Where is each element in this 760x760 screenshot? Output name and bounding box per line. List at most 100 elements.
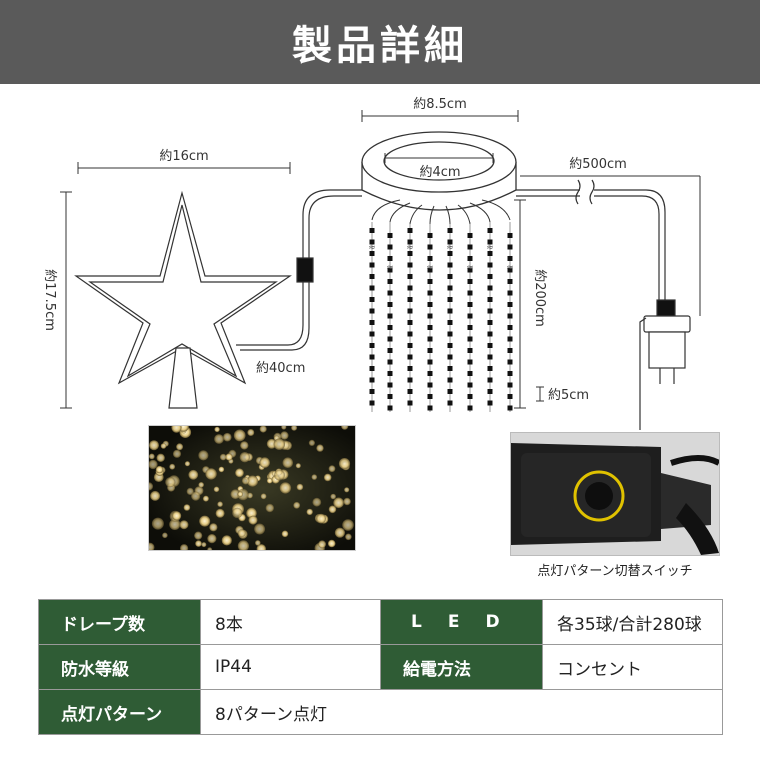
led-bulb bbox=[427, 405, 433, 411]
led-bulb bbox=[407, 308, 413, 314]
led-bulb bbox=[427, 279, 433, 284]
led-spacing-label: 約5cm bbox=[548, 388, 589, 403]
spec-label-waterproof: 防水等級 bbox=[38, 644, 201, 690]
photo-led-glow bbox=[246, 475, 259, 487]
power-cable bbox=[516, 179, 666, 305]
photo-led-glow bbox=[165, 477, 176, 488]
photo-led-glow bbox=[213, 486, 220, 493]
photo-led-glow bbox=[255, 540, 261, 546]
led-bulb bbox=[369, 366, 375, 371]
photo-led-glow bbox=[334, 527, 345, 538]
photo-led-glow bbox=[338, 458, 351, 470]
star-cable-label: 約40cm bbox=[256, 361, 305, 376]
photo-led-glow bbox=[266, 477, 273, 484]
spec-label-drape-count: ドレープ数 bbox=[38, 599, 201, 645]
led-bulb bbox=[447, 251, 453, 256]
ring-controller bbox=[361, 131, 517, 211]
led-bulb bbox=[467, 371, 473, 376]
led-bulb bbox=[387, 256, 393, 261]
led-bulb bbox=[507, 290, 513, 296]
photo-led-glow bbox=[155, 465, 164, 474]
led-bulb bbox=[467, 394, 473, 399]
led-bulb bbox=[487, 239, 493, 245]
led-bulb bbox=[369, 331, 375, 337]
spec-label-led: LED bbox=[380, 599, 543, 645]
photo-led-glow bbox=[259, 426, 267, 433]
switch-highlight-circle bbox=[573, 470, 625, 522]
led-bulb bbox=[507, 394, 513, 399]
led-bulb bbox=[427, 359, 433, 365]
photo-led-glow bbox=[215, 508, 225, 518]
photo-led-glow bbox=[281, 426, 287, 430]
led-bulb bbox=[407, 285, 413, 291]
led-bulb bbox=[487, 331, 493, 337]
photo-led-glow bbox=[207, 534, 217, 544]
led-bulb bbox=[447, 239, 453, 245]
photo-led-glow bbox=[169, 463, 176, 470]
photo-led-glow bbox=[171, 426, 182, 433]
led-bulb bbox=[487, 377, 493, 383]
led-bulb bbox=[387, 244, 393, 250]
photo-led-glow bbox=[241, 476, 250, 485]
led-bulb bbox=[387, 325, 393, 330]
table-row: 点灯パターン 8パターン点灯 bbox=[38, 689, 723, 735]
led-bulb bbox=[407, 331, 413, 337]
led-bulb bbox=[387, 394, 393, 399]
photo-led-glow bbox=[254, 523, 266, 535]
led-bulb bbox=[387, 267, 393, 273]
led-bulb bbox=[427, 290, 433, 296]
led-bulb bbox=[507, 405, 513, 411]
led-bulb bbox=[467, 302, 473, 307]
led-strands: ≈≈≈≈≈≈≈≈ bbox=[368, 222, 514, 412]
led-bulb bbox=[427, 336, 433, 342]
led-bulb bbox=[447, 262, 453, 268]
photo-led-glow bbox=[186, 487, 194, 495]
strand-length-dimension bbox=[514, 199, 526, 409]
led-bulb bbox=[447, 389, 453, 394]
led-bulb bbox=[369, 308, 375, 314]
led-bulb bbox=[427, 313, 433, 319]
led-bulb bbox=[507, 336, 513, 342]
led-bulb bbox=[369, 251, 375, 256]
strand-break-mark: ≈ bbox=[386, 263, 394, 273]
led-bulb bbox=[487, 320, 493, 325]
led-bulb bbox=[369, 239, 375, 245]
photo-led-glow bbox=[281, 530, 289, 538]
led-bulb bbox=[387, 279, 393, 284]
star-width-label: 約16cm bbox=[159, 149, 208, 164]
led-bulb bbox=[447, 366, 453, 371]
pattern-switch-button bbox=[585, 482, 613, 510]
photo-led-glow bbox=[291, 426, 298, 431]
switch-closeup-photo bbox=[510, 432, 720, 556]
page-title: 製品詳細 bbox=[292, 23, 468, 69]
photo-led-glow bbox=[296, 483, 304, 491]
photo-led-glow bbox=[318, 540, 326, 549]
photo-led-glow bbox=[221, 535, 232, 546]
strand-break-mark: ≈ bbox=[406, 243, 414, 253]
photo-led-glow bbox=[156, 453, 165, 462]
photo-led-glow bbox=[323, 473, 332, 482]
led-bulb bbox=[407, 320, 413, 325]
led-bulb bbox=[427, 302, 433, 307]
photo-led-glow bbox=[256, 544, 266, 550]
led-bulb bbox=[487, 343, 493, 348]
photo-led-glow bbox=[239, 452, 250, 463]
ring-inner-dimension bbox=[384, 153, 494, 163]
led-bulb bbox=[447, 400, 453, 406]
led-bulb bbox=[487, 285, 493, 291]
led-bulb bbox=[407, 377, 413, 383]
photo-led-glow bbox=[160, 443, 167, 449]
led-bulb bbox=[407, 400, 413, 406]
photo-led-glow bbox=[218, 466, 225, 473]
photo-led-glow bbox=[198, 450, 209, 461]
led-bulb bbox=[447, 285, 453, 291]
led-spacing-marker bbox=[536, 386, 544, 402]
photo-led-glow bbox=[343, 497, 351, 506]
led-bulb bbox=[487, 308, 493, 314]
led-photo-image bbox=[149, 426, 355, 550]
led-bulb bbox=[447, 343, 453, 348]
strand-break-mark: ≈ bbox=[426, 263, 434, 273]
led-bulb bbox=[487, 354, 493, 360]
photo-led-glow bbox=[191, 491, 201, 501]
spec-value-power-method: コンセント bbox=[542, 644, 723, 690]
